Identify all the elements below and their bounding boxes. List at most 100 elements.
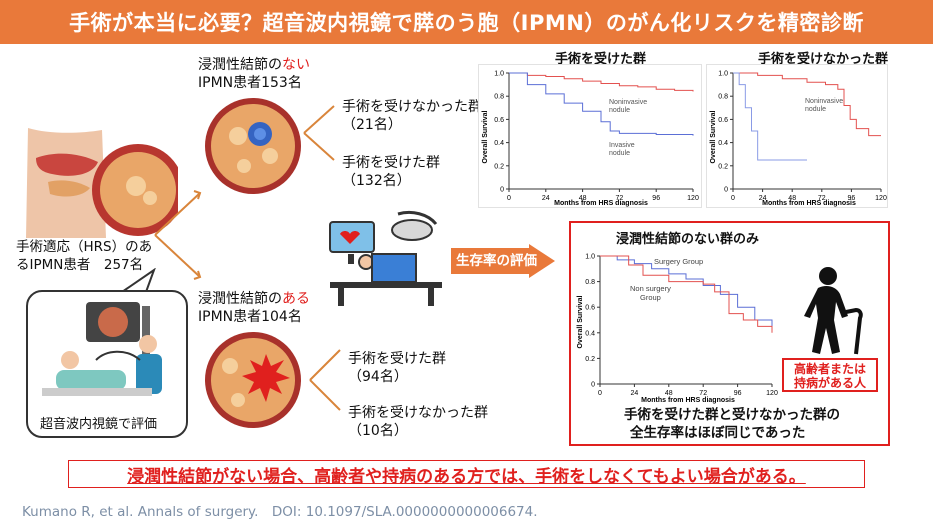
conclusion-line2: 全生存率はほぼ同じであった	[630, 425, 806, 441]
callout-label: 超音波内視鏡で評価	[40, 417, 158, 432]
chart3-series-1-line	[600, 255, 773, 333]
eus-callout: 超音波内視鏡で評価	[26, 290, 188, 438]
with-nodule-branch-arrows	[309, 349, 341, 411]
chart3-x-tick-label: 48	[665, 390, 673, 397]
bottom-message-box: 浸潤性結節がない場合、高齢者や持病のある方では、手術をしなくてもよい場合がある。	[68, 460, 865, 488]
no-nodule-branch2-label: 手術を受けた群	[342, 155, 440, 171]
chart2-x-tick-label: 96	[848, 195, 856, 202]
no-nodule-header-line1: 浸潤性結節のない	[198, 56, 310, 74]
no-nodule-branch-arrows	[303, 105, 335, 161]
chart1-series-invasive-line1: Invasive	[609, 142, 635, 149]
chart1-x-tick-label: 120	[687, 195, 699, 202]
chart2-y-tick-label: 0.8	[718, 94, 728, 101]
chart1-y-tick-label: 1.0	[494, 71, 504, 78]
no-nodule-highlight: ない	[282, 57, 310, 73]
pancreas-no-nodule-illustration	[205, 98, 301, 194]
eus-procedure-illustration	[42, 302, 162, 396]
chart3-ylabel: Overall Survival	[577, 295, 584, 348]
chart2-series-1-line	[733, 72, 807, 161]
chart3-series-nonsurgery-line1: Non surgery	[630, 284, 671, 293]
chart1-series-0-line	[509, 72, 694, 92]
chart3-y-tick-label: 0	[591, 382, 595, 389]
chart2-title: 手術を受けなかった群	[758, 52, 889, 67]
survival-arrow-label: 生存率の評価	[456, 253, 537, 269]
chart3-series-nonsurgery-line2: Group	[640, 293, 661, 302]
chart3-plot: Overall Survival Months from HRS diagnos…	[577, 254, 778, 405]
abdomen-illustration	[18, 128, 178, 238]
chart2-x-tick-label: 120	[875, 195, 887, 202]
chart1-y-tick-label: 0.2	[494, 163, 504, 170]
chart3-x-tick-label: 120	[766, 390, 778, 397]
chart1-ylabel: Overall Survival	[482, 110, 489, 163]
chart2-x-tick-label: 24	[759, 195, 767, 202]
chart2-series-noninvasive-line2: nodule	[805, 106, 826, 113]
citation: Kumano R, et al. Annals of surgery. DOI:…	[22, 504, 538, 520]
pancreas-with-nodule-illustration	[205, 332, 301, 428]
chart1-series-noninvasive-line1: Noninvasive	[609, 99, 647, 106]
patients-line2: るIPMN患者 257名	[16, 257, 144, 273]
no-nodule-only-box	[569, 221, 890, 446]
no-nodule-header-line2: IPMN患者153名	[198, 75, 302, 91]
chart3-y-tick-label: 0.4	[585, 330, 595, 337]
chart3-container: Overall Survival Months from HRS diagnos…	[572, 246, 782, 406]
with-nodule-prefix: 浸潤性結節の	[198, 291, 282, 307]
conclusion-line1: 手術を受けた群と受けなかった群の	[624, 407, 840, 423]
chart1-y-tick-label: 0.8	[494, 94, 504, 101]
with-nodule-branch1-label: 手術を受けた群	[348, 351, 446, 367]
chart3-x-tick-label: 72	[699, 390, 707, 397]
chart2-ylabel: Overall Survival	[710, 110, 717, 163]
chart2-y-tick-label: 0.2	[718, 163, 728, 170]
chart3-title: 浸潤性結節のない群のみ	[616, 232, 760, 247]
chart1-xlabel: Months from HRS diagnosis	[554, 200, 648, 207]
chart2-y-tick-label: 1.0	[718, 71, 728, 78]
elderly-badge-line2: 持病がある人	[793, 376, 866, 390]
chart2-container: Overall Survival Months from HRS diagnos…	[706, 64, 888, 208]
no-nodule-branch1-count: （21名）	[342, 117, 402, 133]
no-nodule-branch1-label: 手術を受けなかった群	[342, 99, 482, 115]
with-nodule-header-line1: 浸潤性結節のある	[198, 290, 310, 308]
chart1-container: Overall Survival Months from HRS diagnos…	[478, 64, 702, 208]
with-nodule-branch2-label: 手術を受けなかった群	[348, 405, 488, 421]
chart1-plot: Overall Survival Months from HRS diagnos…	[482, 71, 699, 208]
chart2-y-tick-label: 0	[724, 187, 728, 194]
elderly-person-icon	[804, 267, 863, 355]
chart3-y-tick-label: 1.0	[585, 254, 595, 261]
chart2-y-tick-label: 0.4	[718, 140, 728, 147]
chart2-y-tick-label: 0.6	[718, 117, 728, 124]
title-bar: 手術が本当に必要？超音波内視鏡で膵のう胞（IPMN）のがん化リスクを精密診断	[0, 0, 933, 44]
survival-arrow	[451, 244, 555, 278]
chart3-y-tick-label: 0.2	[585, 356, 595, 363]
chart1-x-tick-label: 24	[542, 195, 550, 202]
chart1-y-tick-label: 0.4	[494, 140, 504, 147]
surgery-illustration	[329, 210, 442, 306]
chart2-series-0-line	[733, 72, 881, 137]
chart3-y-tick-label: 0.8	[585, 279, 595, 286]
chart2-series-noninvasive-line1: Noninvasive	[805, 98, 843, 105]
chart1-x-tick-label: 72	[616, 195, 624, 202]
chart1-y-tick-label: 0	[500, 187, 504, 194]
chart1-series-1-line	[509, 72, 694, 136]
patients-line1: 手術適応（HRS）のあ	[16, 239, 153, 255]
chart1-series-invasive-line2: nodule	[609, 150, 630, 157]
chart2-plot: Overall Survival Months from HRS diagnos…	[710, 71, 887, 208]
chart1-title: 手術を受けた群	[555, 52, 647, 67]
chart3-x-tick-label: 96	[734, 390, 742, 397]
chart1-x-tick-label: 0	[507, 195, 511, 202]
chart3-series-surgery: Surgery Group	[654, 257, 703, 266]
with-nodule-header-line2: IPMN患者104名	[198, 309, 302, 325]
chart1-x-tick-label: 96	[652, 195, 660, 202]
chart2-x-tick-label: 72	[818, 195, 826, 202]
chart3-series-0-line	[600, 255, 773, 327]
with-nodule-branch1-count: （94名）	[348, 369, 408, 385]
chart3-x-tick-label: 24	[631, 390, 639, 397]
chart1-series-noninvasive-line2: nodule	[609, 107, 630, 114]
page-title: 手術が本当に必要？超音波内視鏡で膵のう胞（IPMN）のがん化リスクを精密診断	[69, 11, 864, 35]
chart1-x-tick-label: 48	[579, 195, 587, 202]
chart2-x-tick-label: 0	[731, 195, 735, 202]
no-nodule-prefix: 浸潤性結節の	[198, 57, 282, 73]
with-nodule-branch2-count: （10名）	[348, 423, 408, 439]
with-nodule-highlight: ある	[282, 291, 310, 307]
elderly-badge-line1: 高齢者または	[793, 362, 866, 376]
chart3-x-tick-label: 0	[598, 390, 602, 397]
left-branch-arrows	[154, 190, 202, 280]
